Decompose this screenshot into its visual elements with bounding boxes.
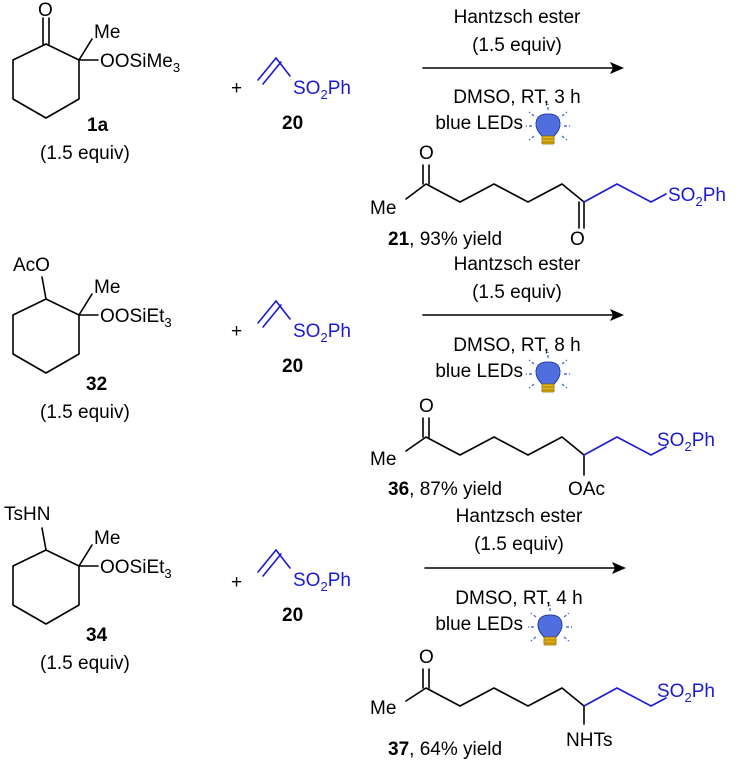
equiv-label: (1.5 equiv) bbox=[40, 402, 130, 423]
product-label: 37, 64% yield bbox=[388, 739, 502, 760]
condition-line4: blue LEDs bbox=[435, 113, 523, 134]
peroxide-group: OOSiEt3 bbox=[100, 306, 172, 330]
compound-label-20: 20 bbox=[282, 113, 303, 134]
reaction-2: AcO Me OOSiEt3 32 (1.5 equiv) + SO2Ph 20… bbox=[12, 254, 715, 500]
plus-sign: + bbox=[231, 572, 242, 593]
product-methyl: Me bbox=[370, 698, 396, 719]
reagent-20: SO2Ph 20 bbox=[257, 549, 351, 626]
plus-sign: + bbox=[231, 78, 242, 99]
condition-line2: (1.5 equiv) bbox=[474, 534, 564, 555]
product-ketone-oxygen: O bbox=[419, 396, 434, 417]
product-21: O Me O SO2Ph 21, 93% yield bbox=[370, 143, 726, 250]
tosylamino-group: TsHN bbox=[4, 504, 50, 525]
blue-led-icon bbox=[527, 604, 573, 646]
acetoxy-group: AcO bbox=[13, 255, 50, 276]
product-ketone-oxygen: O bbox=[419, 143, 434, 164]
equiv-label: (1.5 equiv) bbox=[40, 653, 130, 674]
product-mid-group: O bbox=[570, 229, 585, 250]
sulfone-group: SO2Ph bbox=[293, 78, 351, 102]
condition-line2: (1.5 equiv) bbox=[472, 35, 562, 56]
reaction-3: TsHN Me OOSiEt3 34 (1.5 equiv) + SO2Ph 2… bbox=[4, 504, 715, 760]
conditions-3: Hantzsch ester (1.5 equiv) DMSO, RT, 4 h… bbox=[424, 506, 626, 646]
product-sulfone: SO2Ph bbox=[657, 681, 715, 705]
condition-line3: DMSO, RT, 3 h bbox=[453, 87, 580, 108]
blue-led-icon bbox=[525, 351, 571, 393]
compound-label-34: 34 bbox=[86, 625, 108, 646]
compound-label-20: 20 bbox=[282, 356, 303, 377]
substrate-34: TsHN Me OOSiEt3 34 (1.5 equiv) bbox=[4, 504, 172, 674]
reagent-20: SO2Ph 20 bbox=[257, 300, 351, 377]
product-ketone-oxygen: O bbox=[419, 647, 434, 668]
compound-label-20: 20 bbox=[282, 605, 303, 626]
methyl-label: Me bbox=[94, 277, 120, 298]
methyl-label: Me bbox=[94, 22, 120, 43]
condition-line1: Hantzsch ester bbox=[456, 506, 583, 527]
condition-line4: blue LEDs bbox=[435, 614, 523, 635]
condition-line2: (1.5 equiv) bbox=[472, 282, 562, 303]
product-mid-group: NHTs bbox=[566, 730, 612, 751]
compound-label-32: 32 bbox=[86, 374, 107, 395]
ring-1a bbox=[12, 43, 80, 119]
product-label: 36, 87% yield bbox=[388, 479, 502, 500]
substrate-32: AcO Me OOSiEt3 32 (1.5 equiv) bbox=[12, 255, 172, 423]
methyl-label: Me bbox=[94, 528, 120, 549]
substrate-1a: O Me OOSiMe3 1a (1.5 equiv) bbox=[12, 0, 180, 164]
product-methyl: Me bbox=[370, 449, 396, 470]
product-label: 21, 93% yield bbox=[388, 229, 502, 250]
conditions-1: Hantzsch ester (1.5 equiv) DMSO, RT, 3 h… bbox=[422, 7, 624, 145]
peroxide-group: OOSiMe3 bbox=[100, 51, 180, 75]
reagent-20: SO2Ph 20 bbox=[257, 57, 351, 134]
sulfone-group: SO2Ph bbox=[293, 321, 351, 345]
condition-line4: blue LEDs bbox=[435, 361, 523, 382]
product-sulfone: SO2Ph bbox=[668, 185, 726, 209]
condition-line3: DMSO, RT, 8 h bbox=[453, 335, 580, 356]
blue-led-icon bbox=[525, 103, 571, 145]
conditions-2: Hantzsch ester (1.5 equiv) DMSO, RT, 8 h… bbox=[422, 254, 624, 393]
condition-line1: Hantzsch ester bbox=[454, 7, 581, 28]
product-37: O Me NHTs SO2Ph 37, 64% yield bbox=[370, 647, 715, 760]
ketone-oxygen: O bbox=[38, 0, 53, 21]
product-36: O Me OAc SO2Ph 36, 87% yield bbox=[370, 396, 715, 500]
sulfone-group: SO2Ph bbox=[293, 570, 351, 594]
condition-line1: Hantzsch ester bbox=[454, 254, 581, 275]
reaction-1: O Me OOSiMe3 1a (1.5 equiv) + SO2Ph 20 H… bbox=[12, 0, 726, 250]
plus-sign: + bbox=[231, 321, 242, 342]
product-mid-group: OAc bbox=[568, 479, 605, 500]
condition-line3: DMSO, RT, 4 h bbox=[455, 588, 582, 609]
product-methyl: Me bbox=[370, 198, 396, 219]
compound-label-1a: 1a bbox=[87, 115, 109, 136]
product-sulfone: SO2Ph bbox=[657, 430, 715, 454]
equiv-label: (1.5 equiv) bbox=[40, 143, 130, 164]
peroxide-group: OOSiEt3 bbox=[100, 557, 172, 581]
